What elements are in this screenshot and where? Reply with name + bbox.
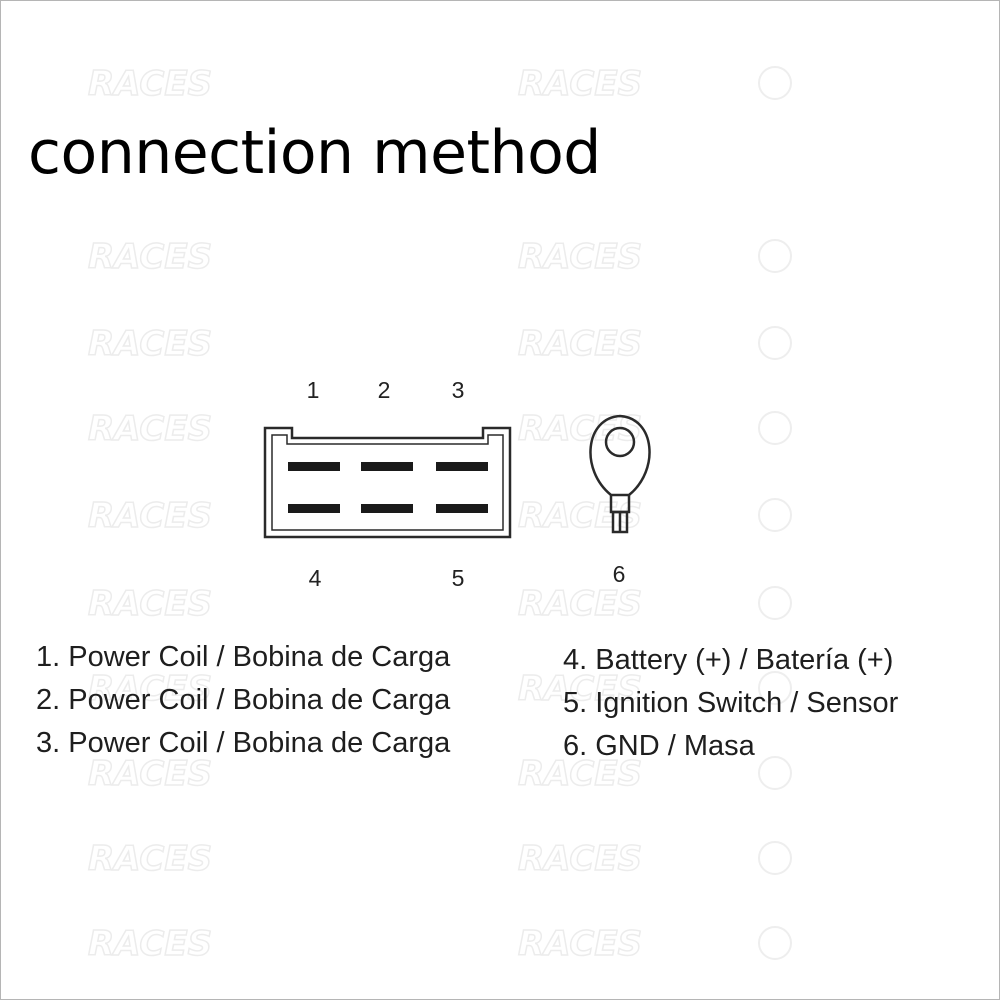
pin-blade-4 [288, 504, 340, 513]
legend-item-2: 2. Power Coil / Bobina de Carga [36, 684, 451, 716]
ring-terminal [589, 414, 651, 534]
pin-label-6: 6 [612, 561, 626, 587]
pin-label-4: 4 [308, 565, 322, 591]
pin-blade-2 [361, 462, 413, 471]
pin-blade-5 [436, 504, 488, 513]
legend-item-3: 3. Power Coil / Bobina de Carga [36, 727, 451, 759]
legend-item-1: 1. Power Coil / Bobina de Carga [36, 641, 451, 673]
pin-label-1: 1 [306, 377, 320, 403]
pin-blade-3 [436, 462, 488, 471]
connector-housing-inner [271, 434, 504, 531]
pin-label-3: 3 [451, 377, 465, 403]
page-title: connection method [28, 118, 601, 188]
pin-blade-1 [288, 462, 340, 471]
legend-item-4: 4. Battery (+) / Batería (+) [563, 644, 894, 676]
legend-item-6: 6. GND / Masa [563, 730, 755, 762]
pin-label-2: 2 [377, 377, 391, 403]
legend-left: 1. Power Coil / Bobina de Carga 2. Power… [36, 636, 450, 765]
connector-housing-outer [263, 426, 512, 539]
pin-blade-center-bottom [361, 504, 413, 513]
pin-label-5: 5 [451, 565, 465, 591]
legend-item-5: 5. Ignition Switch / Sensor [563, 687, 899, 719]
legend-right: 4. Battery (+) / Batería (+) 5. Ignition… [563, 639, 898, 768]
